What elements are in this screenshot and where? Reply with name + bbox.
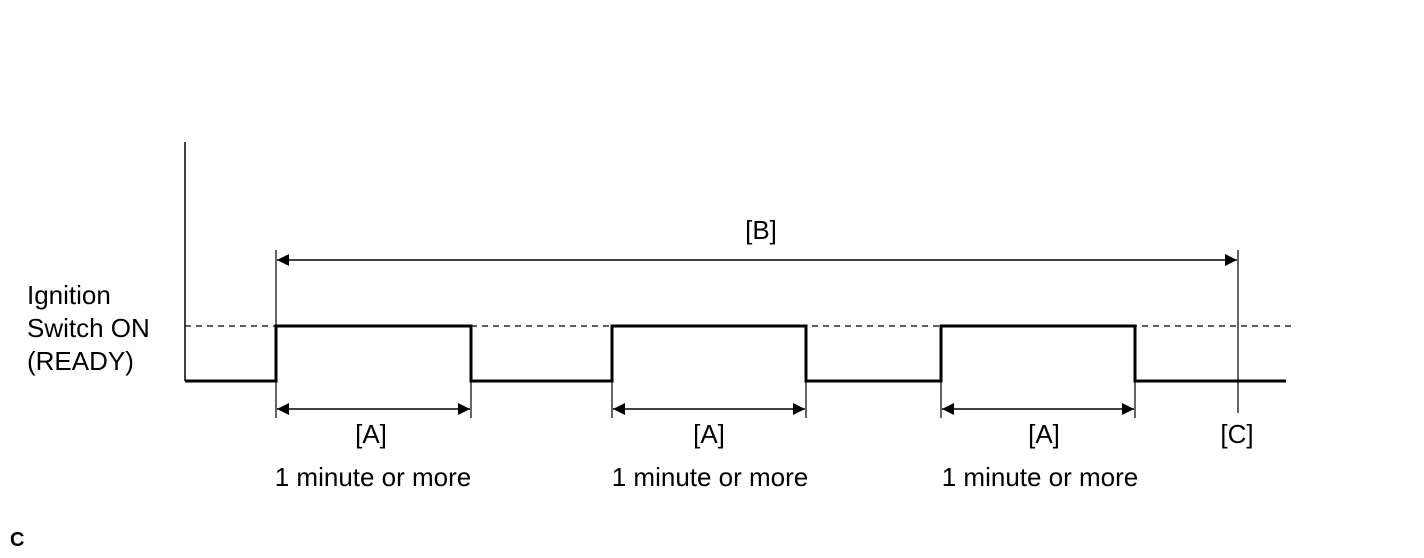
ignition-switch-label: Ignition Switch ON (READY): [27, 279, 150, 378]
ignition-label-line-2: Switch ON: [27, 313, 150, 343]
period-a-2-label: [A]: [693, 419, 725, 449]
ignition-label-line-3: (READY): [27, 346, 134, 376]
period-a-2-duration: 1 minute or more: [611, 462, 809, 492]
period-a-1-duration: 1 minute or more: [274, 462, 472, 492]
ignition-signal-waveform: [185, 324, 1286, 383]
period-c-label: [C]: [1220, 419, 1254, 449]
period-a-1-label: [A]: [355, 419, 387, 449]
figure-code: C: [10, 529, 25, 551]
ignition-label-line-1: Ignition: [27, 280, 111, 310]
period-b-label: [B]: [745, 215, 777, 245]
period-a-3-label: [A]: [1028, 419, 1060, 449]
period-a-3-duration: 1 minute or more: [941, 462, 1139, 492]
